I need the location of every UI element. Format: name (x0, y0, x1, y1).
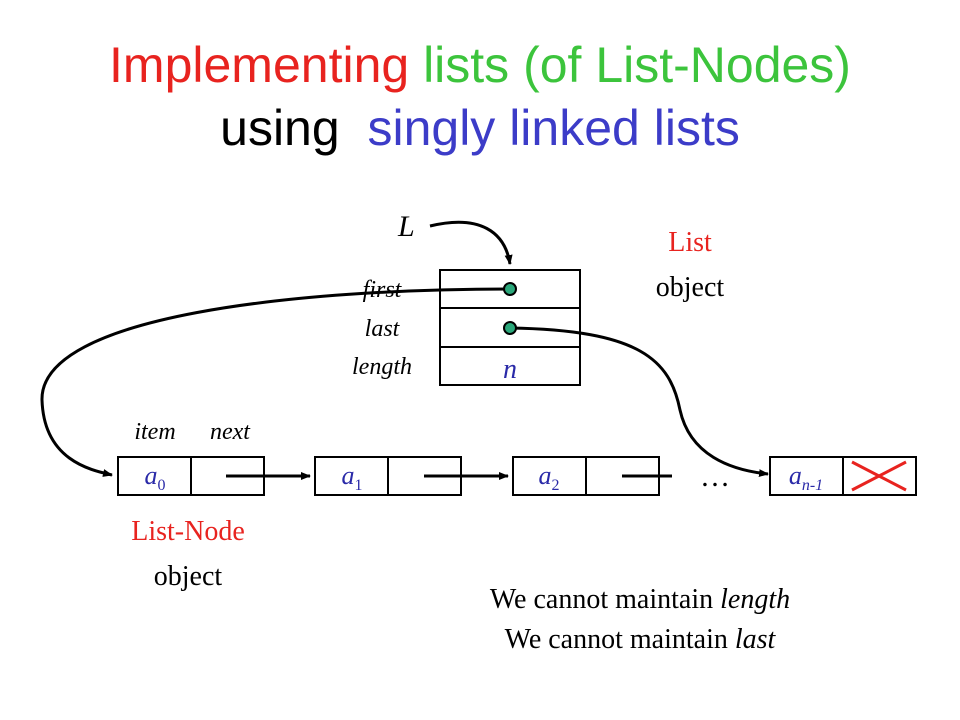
node-item-1-sub: 1 (355, 477, 363, 494)
title-line-2: using singly linked lists (0, 98, 960, 158)
node-item-2: a2 (539, 461, 560, 494)
node-item-1-base: a (342, 461, 355, 490)
null-pointer-cross-icon (851, 460, 907, 492)
node-item-0: a0 (145, 461, 166, 494)
first-pointer-dot (503, 282, 517, 296)
title-line-2-segment-0: using (220, 100, 368, 156)
note-last-prefix: We cannot maintain (505, 624, 735, 655)
title-line-1: Implementing lists (of List-Nodes) (0, 35, 960, 95)
node-item-0-sub: 0 (158, 477, 166, 494)
node-item-2-sub: 2 (552, 477, 560, 494)
node-item-0-base: a (145, 461, 158, 490)
ellipsis: … (700, 460, 730, 493)
note-length: We cannot maintain length (490, 584, 790, 615)
list-variable-label: L (397, 210, 415, 243)
title-line-1-segment-1: lists (of List-Nodes) (423, 37, 851, 93)
title-line-1-segment-0: Implementing (109, 37, 424, 93)
length-value: n (503, 354, 517, 385)
first-pointer (40, 287, 511, 477)
node-item-2-base: a (539, 461, 552, 490)
node-item-last-sub: n-1 (802, 477, 823, 494)
note-length-emph: length (720, 584, 790, 615)
field-label-last: last (365, 316, 401, 342)
node-item-last-base: a (789, 461, 802, 490)
node-label-item: item (134, 419, 175, 445)
title-line-2-segment-1: singly linked lists (367, 100, 740, 156)
list-object-box (439, 269, 581, 386)
list-node-caption-1: List-Node (131, 516, 245, 547)
list-object-caption-1: List (668, 227, 712, 258)
last-pointer-dot (503, 321, 517, 335)
node-item-last: an-1 (789, 461, 823, 494)
list-variable-pointer (429, 220, 513, 265)
note-last: We cannot maintain last (505, 624, 777, 655)
node-item-1: a1 (342, 461, 363, 494)
last-pointer (509, 326, 769, 478)
note-length-prefix: We cannot maintain (490, 584, 720, 615)
list-object-caption-2: object (656, 272, 725, 303)
field-label-length: length (352, 354, 412, 380)
list-node-caption-2: object (154, 561, 223, 592)
note-last-emph: last (735, 624, 777, 655)
node-label-next: next (210, 419, 251, 445)
